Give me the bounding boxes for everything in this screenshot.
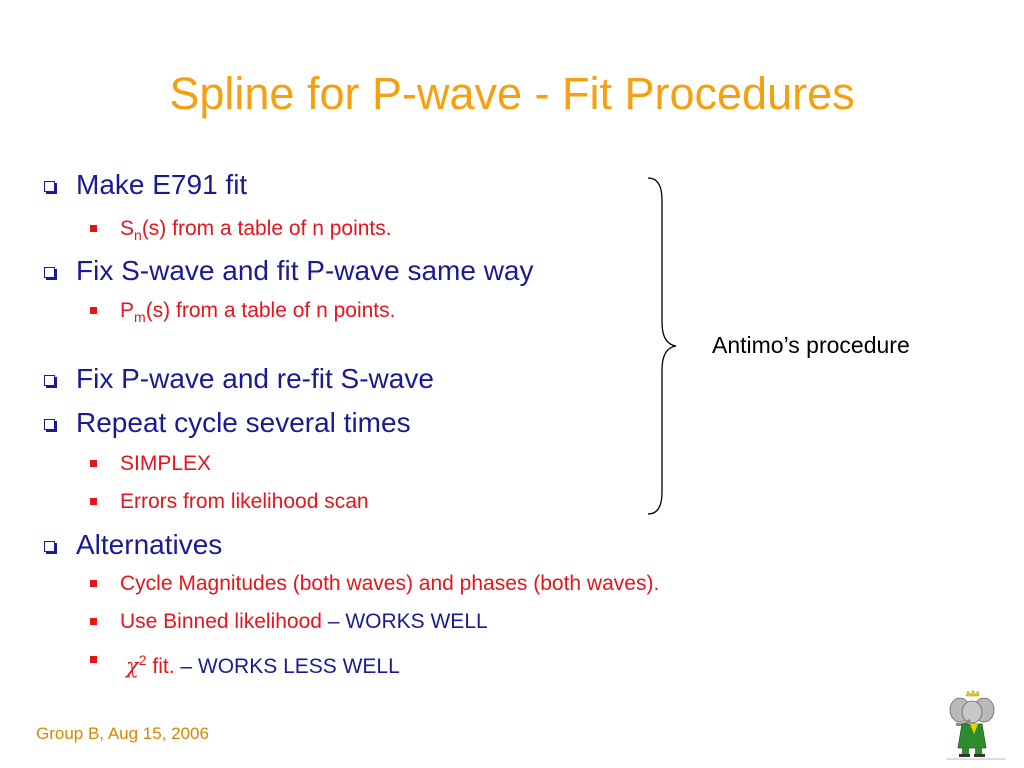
- bullet-alternatives: Alternatives: [44, 528, 223, 562]
- square-bullet-icon: [90, 656, 97, 663]
- chi-exponent: 2: [138, 652, 147, 668]
- bullet-make-e791-fit: Make E791 fit: [44, 168, 248, 202]
- sub-bullet-pm: Pm(s) from a table of n points.: [90, 298, 396, 330]
- sub-bullet-text: SIMPLEX: [120, 452, 212, 475]
- bullet-text: Fix S-wave and fit P-wave same way: [76, 255, 534, 286]
- hollow-square-bullet-icon: [44, 541, 55, 552]
- chi-symbol: χ: [126, 654, 139, 678]
- bullet-text: Repeat cycle several times: [76, 407, 411, 438]
- bullet-text: Fix P-wave and re-fit S-wave: [76, 363, 434, 394]
- right-brace-icon: [647, 177, 677, 515]
- sub-bullet-text: Use Binned likelihood: [120, 610, 322, 633]
- bullet-fix-s-wave: Fix S-wave and fit P-wave same way: [44, 254, 534, 288]
- brace-annotation: Antimo’s procedure: [712, 332, 910, 358]
- hollow-square-bullet-icon: [44, 181, 55, 192]
- hollow-square-bullet-icon: [44, 375, 55, 386]
- bullet-text: Alternatives: [76, 529, 223, 560]
- sub-bullet-errors: Errors from likelihood scan: [90, 489, 369, 515]
- sub-bullet-letter: P: [120, 299, 135, 322]
- square-bullet-icon: [90, 460, 97, 467]
- sub-bullet-text: (s) from a table of n points.: [145, 299, 396, 322]
- square-bullet-icon: [90, 307, 97, 314]
- works-less-well-note: – WORKS LESS WELL: [174, 655, 400, 678]
- sub-bullet-chi2-fit: χ2 fit. – WORKS LESS WELL: [90, 647, 400, 680]
- sub-bullet-binned-likelihood: Use Binned likelihood – WORKS WELL: [90, 609, 488, 635]
- elephant-mascot-icon: [946, 690, 1006, 760]
- sub-bullet-text: (s) from a table of n points.: [141, 217, 392, 240]
- sub-bullet-cycle-magnitudes: Cycle Magnitudes (both waves) and phases…: [90, 571, 660, 597]
- square-bullet-icon: [90, 618, 97, 625]
- square-bullet-icon: [90, 580, 97, 587]
- sub-bullet-sn: Sn(s) from a table of n points.: [90, 216, 392, 248]
- bullet-repeat-cycle: Repeat cycle several times: [44, 406, 411, 440]
- hollow-square-bullet-icon: [44, 267, 55, 278]
- square-bullet-icon: [90, 225, 97, 232]
- bullet-text: Make E791 fit: [76, 169, 248, 200]
- slide-footer: Group B, Aug 15, 2006: [36, 724, 209, 743]
- sub-bullet-text: Cycle Magnitudes (both waves) and phases…: [120, 572, 660, 595]
- sub-bullet-letter: S: [120, 217, 135, 240]
- hollow-square-bullet-icon: [44, 419, 55, 430]
- sub-bullet-text: fit.: [146, 655, 175, 678]
- slide-title: Spline for P-wave - Fit Procedures: [169, 68, 855, 119]
- sub-bullet-text: Errors from likelihood scan: [120, 490, 369, 513]
- square-bullet-icon: [90, 498, 97, 505]
- sub-bullet-index: n: [134, 227, 142, 243]
- works-well-note: – WORKS WELL: [321, 610, 488, 633]
- sub-bullet-simplex: SIMPLEX: [90, 451, 212, 477]
- bullet-fix-p-wave: Fix P-wave and re-fit S-wave: [44, 362, 434, 396]
- sub-bullet-index: m: [134, 309, 146, 325]
